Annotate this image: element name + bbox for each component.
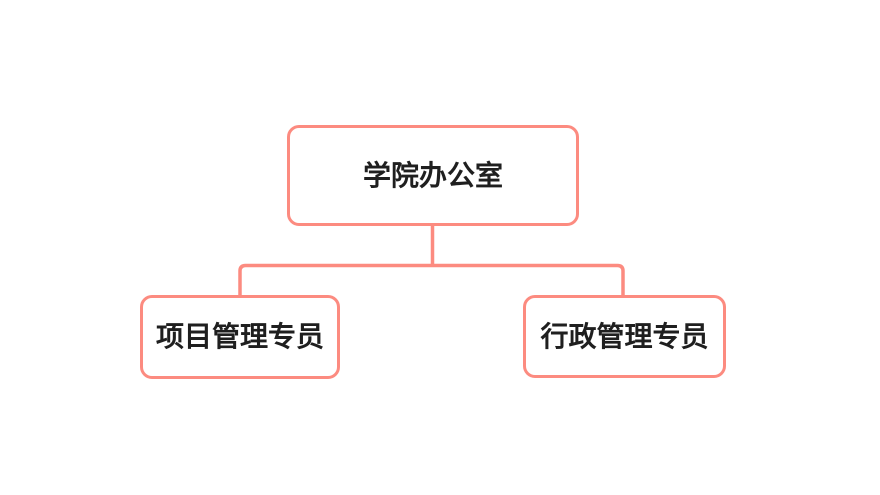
node-child-right[interactable]: 行政管理专员 (523, 295, 726, 378)
node-child-left[interactable]: 项目管理专员 (140, 295, 340, 379)
branch-connector-line (238, 263, 625, 296)
node-root[interactable]: 学院办公室 (287, 125, 579, 226)
node-child-right-label: 行政管理专员 (540, 320, 709, 352)
node-root-label: 学院办公室 (362, 159, 503, 191)
node-child-left-label: 项目管理专员 (155, 321, 324, 352)
